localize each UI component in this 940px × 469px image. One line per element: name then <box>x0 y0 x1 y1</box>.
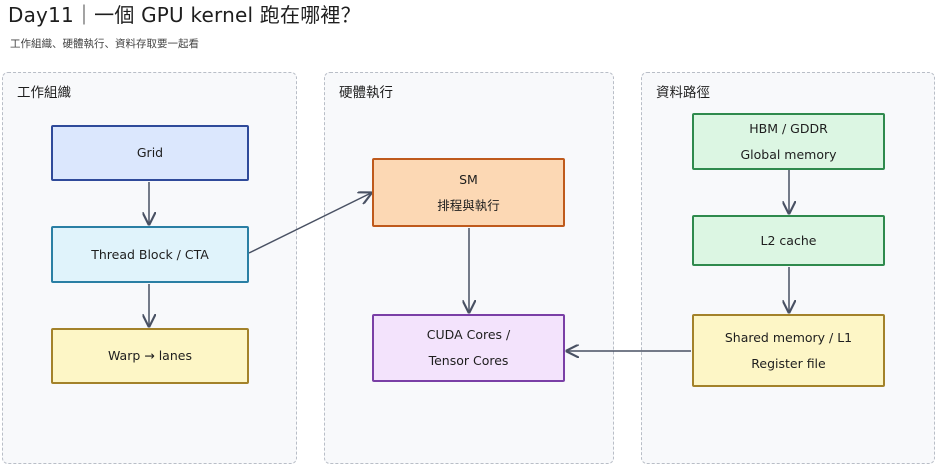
shared-memory-node-sublabel: Register file <box>751 355 826 371</box>
sm-node-sublabel: 排程與執行 <box>437 197 500 213</box>
grid-node: Grid <box>51 125 249 181</box>
page-title: Day11｜一個 GPU kernel 跑在哪裡？ <box>8 3 361 27</box>
warp-node: Warp → lanes <box>51 328 249 384</box>
grid-node-label: Grid <box>136 145 164 160</box>
sm-node: SM 排程與執行 <box>372 158 565 227</box>
warp-node-label: Warp → lanes <box>108 348 192 363</box>
thread-block-node: Thread Block / CTA <box>51 226 249 283</box>
shared-memory-node-label: Shared memory / L1 <box>724 329 853 345</box>
group-work-organization-label: 工作組織 <box>17 85 71 101</box>
group-hardware-execution-label: 硬體執行 <box>339 85 393 101</box>
group-data-path-label: 資料路徑 <box>656 85 710 101</box>
page-subtitle: 工作組織、硬體執行、資料存取要一起看 <box>10 38 199 50</box>
hbm-node: HBM / GDDR Global memory <box>692 113 885 170</box>
l2-cache-node-label: L2 cache <box>760 232 817 248</box>
hbm-node-sublabel: Global memory <box>740 146 837 162</box>
shared-memory-node: Shared memory / L1 Register file <box>692 314 885 387</box>
cuda-cores-node-sublabel: Tensor Cores <box>428 353 509 368</box>
thread-block-node-label: Thread Block / CTA <box>91 246 209 262</box>
group-hardware-execution: 硬體執行 <box>324 72 614 464</box>
l2-cache-node: L2 cache <box>692 215 885 266</box>
cuda-cores-node: CUDA Cores / Tensor Cores <box>372 314 565 382</box>
hbm-node-label: HBM / GDDR <box>749 120 828 136</box>
cuda-cores-node-label: CUDA Cores / <box>426 327 511 342</box>
sm-node-label: SM <box>459 171 478 187</box>
